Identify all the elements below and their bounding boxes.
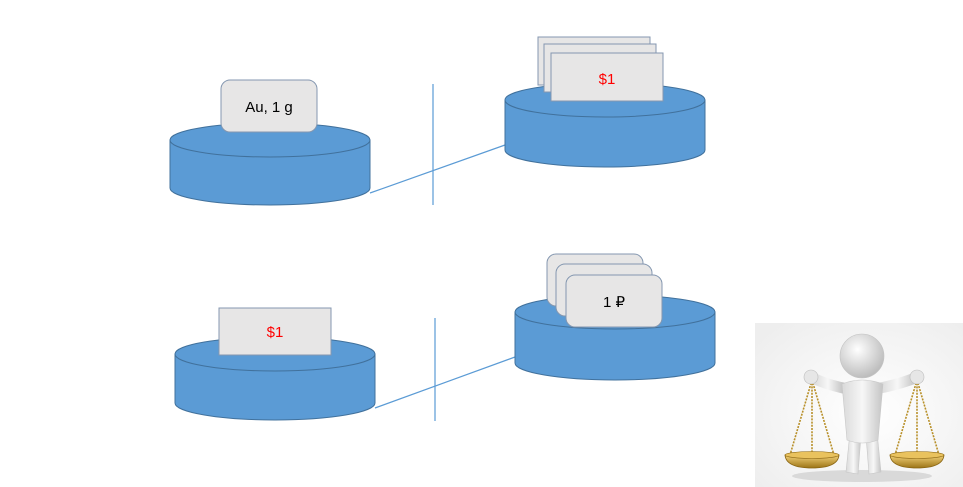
bottom-scale: $1 1 ₽ bbox=[174, 253, 716, 421]
right-hand bbox=[909, 369, 925, 385]
bottom-left-bill: $1 bbox=[218, 307, 332, 356]
figure-holding-scales-icon bbox=[755, 323, 963, 487]
left-chains bbox=[789, 379, 835, 456]
left-hand bbox=[803, 369, 819, 385]
floor-shadow bbox=[792, 470, 932, 482]
top-beam-line bbox=[369, 144, 506, 194]
gold-label: Au, 1 g bbox=[245, 99, 293, 116]
top-right-bill-stack: $1 bbox=[537, 36, 664, 102]
top-left-pan bbox=[169, 122, 371, 206]
head bbox=[839, 333, 885, 379]
top-scale: Au, 1 g $1 bbox=[169, 36, 706, 206]
dollar-label: $1 bbox=[267, 324, 284, 341]
card-front bbox=[565, 274, 663, 328]
right-chains bbox=[894, 379, 940, 456]
bottom-beam-line bbox=[374, 356, 516, 409]
dollar-label: $1 bbox=[599, 71, 616, 88]
ruble-label: 1 ₽ bbox=[603, 294, 626, 311]
torso bbox=[841, 379, 884, 444]
bill-front bbox=[550, 52, 664, 102]
top-left-card: Au, 1 g bbox=[220, 79, 318, 133]
bottom-right-card-stack: 1 ₽ bbox=[546, 253, 663, 328]
